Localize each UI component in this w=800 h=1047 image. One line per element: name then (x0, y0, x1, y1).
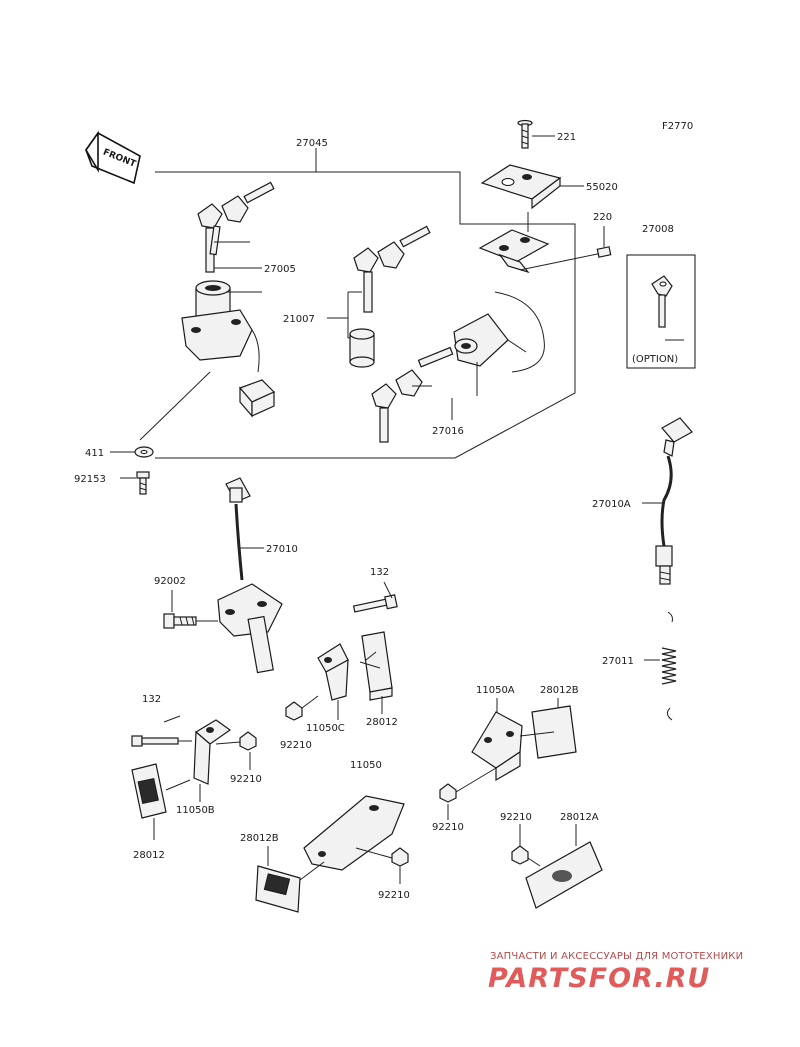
label-11050A: 11050A (476, 685, 515, 696)
bracket-11050C (317, 643, 349, 701)
label-27045: 27045 (296, 138, 328, 149)
label-92210-b: 92210 (230, 774, 262, 785)
bolt-132-upper (352, 594, 398, 613)
label-27011: 27011 (602, 656, 634, 667)
key-pair-27005-icon (197, 181, 275, 273)
pad-28012A (525, 841, 603, 909)
label-28012B-bottom: 28012B (240, 833, 279, 844)
label-28012-left: 28012 (133, 850, 165, 861)
bolt-132-lower (131, 735, 179, 747)
pad-28012-middle (361, 631, 393, 701)
label-27010: 27010 (266, 544, 298, 555)
key-pair-21007-icon (353, 225, 431, 313)
watermark-logo: PARTSFOR.RU (488, 963, 711, 994)
label-11050C: 11050C (306, 723, 345, 734)
key-pair-27016-icon (371, 346, 454, 443)
nut-92210-c (439, 783, 457, 803)
option-box (626, 254, 696, 369)
pad-28012B-bottom (255, 865, 301, 913)
bolt-220 (519, 246, 612, 271)
label-92002: 92002 (154, 576, 186, 587)
nut-92210-a (285, 701, 303, 721)
steering-lock-assembly (181, 280, 260, 373)
label-132-upper: 132 (370, 567, 389, 578)
set-27045-outline (155, 171, 576, 459)
label-27005: 27005 (264, 264, 296, 275)
label-11050B: 11050B (176, 805, 215, 816)
nut-92210-e (391, 847, 409, 867)
label-27010A: 27010A (592, 499, 631, 510)
blank-key-27008-icon (651, 275, 673, 328)
label-92210-c: 92210 (432, 822, 464, 833)
spring-27011-icon (661, 647, 677, 685)
nut-92210-b (239, 731, 257, 751)
bolt-92002 (163, 613, 197, 629)
connector-block (238, 379, 276, 418)
label-27008: 27008 (642, 224, 674, 235)
figure-code: F2770 (662, 121, 693, 132)
nut-92210-d (511, 845, 529, 865)
label-92210-d: 92210 (500, 812, 532, 823)
bracket-11050B (193, 719, 232, 785)
washer-411 (134, 446, 154, 458)
switch-27010A (655, 417, 693, 585)
label-11050: 11050 (350, 760, 382, 771)
screw-221 (517, 119, 533, 149)
bracket-220 (478, 229, 550, 274)
front-arrow-icon: FRONT (85, 130, 141, 185)
watermark-caption: ЗАПЧАСТИ И АКСЕССУАРЫ ДЛЯ МОТОТЕХНИКИ (490, 951, 744, 962)
ignition-switch-27016 (453, 291, 545, 373)
label-220: 220 (593, 212, 612, 223)
label-28012-middle: 28012 (366, 717, 398, 728)
lock-cylinder-21007 (349, 328, 375, 368)
bracket-11050A (471, 711, 523, 782)
switch-27010 (217, 477, 283, 674)
bracket-11050 (303, 795, 405, 871)
bracket-55020 (480, 164, 562, 210)
label-92210-e: 92210 (378, 890, 410, 901)
label-411: 411 (85, 448, 104, 459)
label-92153: 92153 (74, 474, 106, 485)
label-55020: 55020 (586, 182, 618, 193)
bolt-92153 (136, 471, 150, 495)
label-28012A: 28012A (560, 812, 599, 823)
label-21007: 21007 (283, 314, 315, 325)
label-221: 221 (557, 132, 576, 143)
label-132-lower: 132 (142, 694, 161, 705)
pad-28012-left (131, 763, 167, 819)
label-27016: 27016 (432, 426, 464, 437)
label-28012B-right: 28012B (540, 685, 579, 696)
label-92210-a: 92210 (280, 740, 312, 751)
option-label: (OPTION) (632, 354, 678, 365)
